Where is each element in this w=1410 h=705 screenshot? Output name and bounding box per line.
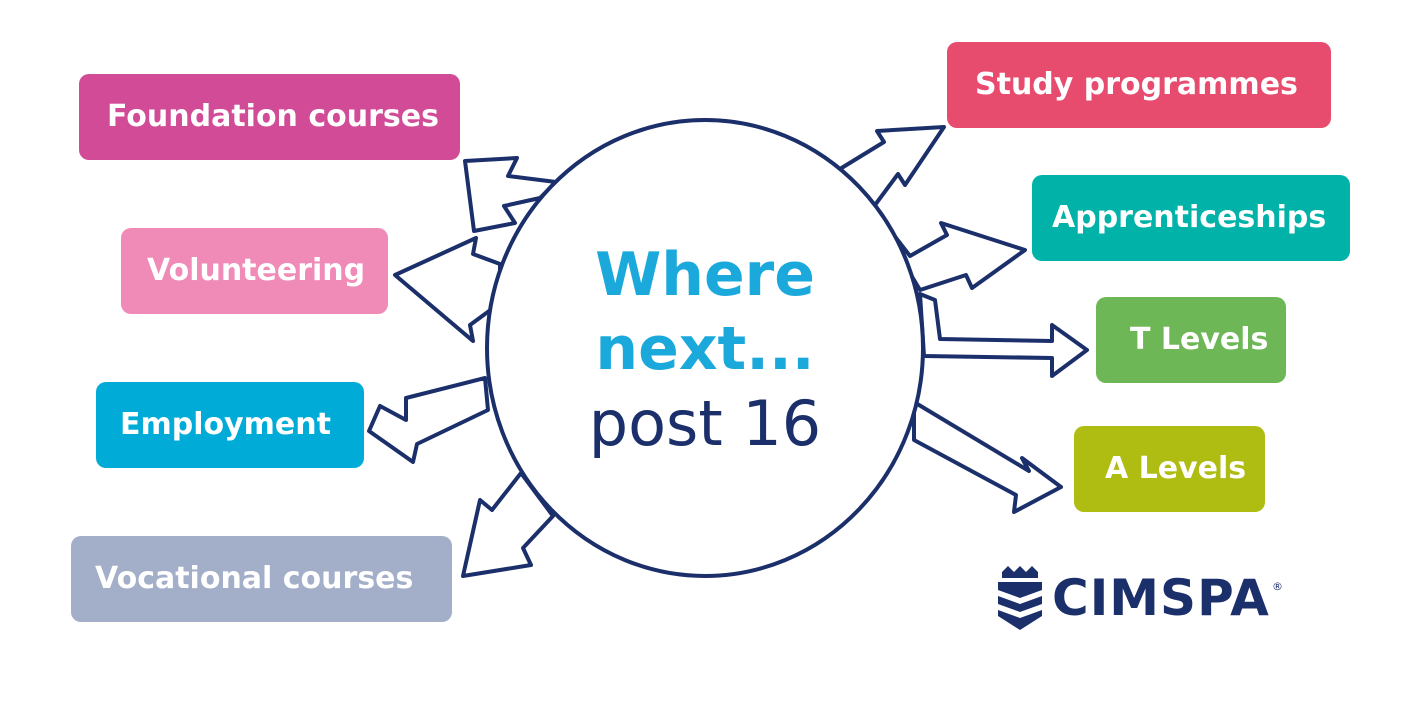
shield-icon [998, 566, 1042, 630]
arrow-foundation-courses [463, 156, 558, 233]
option-volunteering: Volunteering [121, 228, 388, 314]
arrow-t-levels [918, 292, 1089, 378]
arrow-apprenticeships [863, 196, 1027, 292]
option-a-levels: A Levels [1074, 426, 1265, 512]
option-vocational-courses: Vocational courses [71, 536, 452, 622]
arrow-vocational-courses [461, 471, 555, 578]
center-title-line-1: Where [595, 240, 815, 310]
option-apprenticeships: Apprenticeships [1032, 175, 1350, 261]
cimspa-logo: CIMSPA ® [994, 566, 1294, 636]
option-label: A Levels [1105, 451, 1247, 486]
option-study-programmes: Study programmes [947, 42, 1331, 128]
option-label: Study programmes [975, 67, 1298, 102]
center-title-line-3: post 16 [588, 387, 822, 460]
arrow-a-levels [912, 400, 1063, 514]
center-title: Where next... post 16 [540, 238, 870, 462]
arrow-study-programmes [833, 125, 946, 207]
option-label: Vocational courses [95, 561, 414, 596]
logo-text: CIMSPA [1052, 569, 1270, 627]
option-label: T Levels [1130, 322, 1269, 357]
option-label: Apprenticeships [1052, 200, 1327, 235]
option-employment: Employment [96, 382, 364, 468]
center-title-line-2: next... [595, 314, 815, 384]
hub-circle [485, 118, 925, 578]
option-label: Employment [120, 407, 331, 442]
option-foundation-courses: Foundation courses [79, 74, 460, 160]
option-t-levels: T Levels [1096, 297, 1286, 383]
registered-mark: ® [1272, 580, 1283, 593]
arrow-employment [367, 376, 490, 464]
option-label: Volunteering [147, 253, 366, 288]
option-label: Foundation courses [107, 99, 439, 134]
arrow-volunteering [393, 236, 502, 343]
